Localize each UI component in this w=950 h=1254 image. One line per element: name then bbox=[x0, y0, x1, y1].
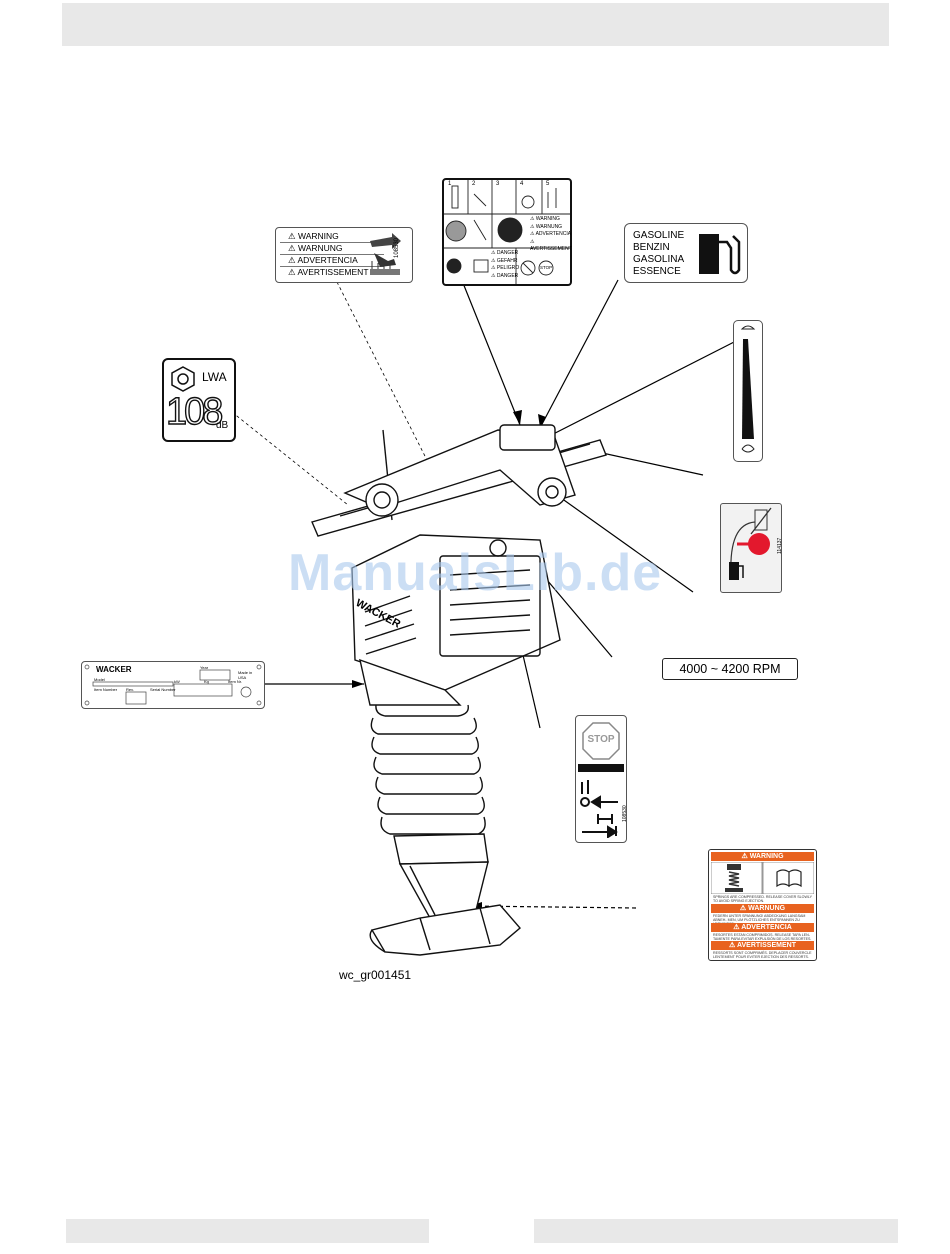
noise-level-label: LWA 108 dB bbox=[162, 358, 236, 442]
id-made-in: Made in USA bbox=[238, 670, 253, 680]
ops-step-2: 2 bbox=[472, 181, 476, 187]
gasoline-es: GASOLINA bbox=[633, 254, 685, 265]
watermark: ManualsLib.de bbox=[288, 544, 663, 602]
leader-ops bbox=[462, 282, 521, 426]
ops-step-1: 1 bbox=[448, 181, 452, 187]
orange-warning-en: ⚠ WARNING bbox=[711, 852, 814, 861]
ops-right-warning: ⚠ WARNING ⚠ WARNUNG ⚠ ADVERTENCIA ⚠ AVER… bbox=[530, 216, 572, 254]
orange-warning-de: ⚠ WARNUNG bbox=[711, 904, 814, 913]
stop-label: STOP 108530 bbox=[575, 715, 628, 843]
ops-warning-fr: ⚠ AVERTISSEMENT bbox=[530, 238, 572, 253]
header-bar bbox=[62, 3, 889, 46]
rpm-label: 4000 ~ 4200 RPM bbox=[662, 658, 798, 680]
ops-step-3: 3 bbox=[496, 181, 500, 187]
warning-line-es: ⚠ ADVERTENCIA bbox=[280, 254, 384, 267]
warning-line-en: ⚠ WARNING bbox=[280, 230, 384, 243]
orange-warning-label: ⚠ WARNING SPRINGS ARE COMPRESSED. RELEAS… bbox=[708, 849, 817, 961]
id-plate: WACKER Model Item Number Rev. Serial Num… bbox=[81, 661, 265, 709]
fuel-choke-label: 114137 bbox=[720, 503, 783, 593]
figure-id: wc_gr001451 bbox=[339, 968, 412, 982]
fuel-label-part-no: 114137 bbox=[777, 537, 783, 554]
orange-warning-text-es: RESORTES ESTAN COMPRIMIDOS. RELEASE TAPA… bbox=[713, 933, 812, 941]
rammer-outline bbox=[311, 424, 607, 956]
warning-label: ⚠ WARNING ⚠ WARNUNG ⚠ ADVERTENCIA ⚠ AVER… bbox=[275, 227, 413, 283]
ops-warning-en: ⚠ WARNING bbox=[530, 216, 560, 222]
ops-danger-es: ⚠ PELIGRO bbox=[491, 265, 520, 271]
spring-book-icon bbox=[711, 862, 814, 894]
ops-stop-text: STOP bbox=[540, 265, 553, 270]
ops-danger-en: ⚠ DANGER bbox=[491, 250, 519, 256]
noise-unit: dB bbox=[216, 420, 229, 431]
orange-warning-text-en: SPRINGS ARE COMPRESSED. RELEASE COVER SL… bbox=[713, 895, 812, 903]
ops-warning-es: ⚠ ADVERTENCIA bbox=[530, 231, 572, 237]
stop-label-part-no: 108530 bbox=[622, 805, 628, 822]
id-serial: Serial Number bbox=[150, 687, 176, 692]
warning-label-part-no: 108530 bbox=[394, 237, 400, 258]
id-kw: kW bbox=[174, 679, 180, 684]
switch-arrows-icon bbox=[580, 780, 618, 838]
id-plate-brand: WACKER bbox=[96, 665, 132, 674]
warning-line-fr: ⚠ AVERTISSEMENT bbox=[288, 267, 369, 277]
footer-bar-left bbox=[66, 1219, 429, 1243]
gasoline-en: GASOLINE bbox=[633, 230, 685, 241]
id-rev: Rev. bbox=[126, 687, 134, 692]
leader-gas bbox=[539, 279, 619, 429]
leader-warning bbox=[336, 281, 433, 471]
gasoline-label: GASOLINE BENZIN GASOLINA ESSENCE bbox=[624, 223, 748, 283]
stop-text: STOP bbox=[587, 734, 615, 745]
fuel-pump-icon bbox=[699, 234, 741, 275]
footer-bar-right bbox=[534, 1219, 898, 1243]
id-year: Year bbox=[200, 665, 209, 670]
warning-line-de: ⚠ WARNUNG bbox=[280, 242, 384, 255]
id-item-nr: Item Nr. bbox=[228, 679, 243, 684]
ops-danger-text: ⚠ DANGER ⚠ GEFAHR ⚠ PELIGRO ⚠ DANGER bbox=[491, 250, 519, 280]
id-plate-fields bbox=[84, 664, 262, 706]
ops-step-4: 4 bbox=[520, 181, 524, 187]
throttle-wedge-icon bbox=[740, 325, 756, 453]
bellows bbox=[370, 704, 486, 835]
throttle-label bbox=[733, 320, 763, 462]
id-item-number: Item Number bbox=[94, 687, 118, 692]
ops-danger-de: ⚠ GEFAHR bbox=[491, 257, 518, 264]
orange-warning-text-fr: RESSORTS SONT COMPRIMÉS. DEPLACER COUVER… bbox=[713, 951, 812, 959]
gasoline-text: GASOLINE BENZIN GASOLINA ESSENCE bbox=[633, 230, 684, 278]
orange-warning-fr: ⚠ AVERTISSEMENT bbox=[711, 941, 814, 950]
operation-steps-pictogram bbox=[444, 180, 570, 284]
noise-value: 108 bbox=[165, 390, 224, 433]
stop-label-band bbox=[578, 764, 624, 772]
ops-danger-fr: ⚠ DANGER bbox=[491, 272, 519, 279]
ops-step-5: 5 bbox=[546, 181, 550, 187]
operation-label: 1 2 3 4 5 ⚠ WARNING ⚠ WARNUNG ⚠ ADVERTEN… bbox=[442, 178, 572, 286]
ops-warning-de: ⚠ WARNUNG bbox=[530, 223, 563, 230]
fuel-valve-icon bbox=[729, 507, 772, 580]
leader-fuel bbox=[539, 482, 694, 593]
orange-warning-es: ⚠ ADVERTENCIA bbox=[711, 923, 814, 932]
hand-crush-icon bbox=[370, 233, 401, 275]
leader-noise bbox=[231, 411, 349, 506]
gasoline-fr: ESSENCE bbox=[633, 266, 681, 277]
noise-lwa: LWA bbox=[202, 370, 227, 384]
gasoline-de: BENZIN bbox=[633, 242, 670, 253]
nut-icon bbox=[171, 366, 195, 392]
stop-sign-icon bbox=[582, 722, 620, 760]
id-kg: Kg bbox=[204, 679, 209, 684]
id-model: Model bbox=[94, 677, 105, 682]
